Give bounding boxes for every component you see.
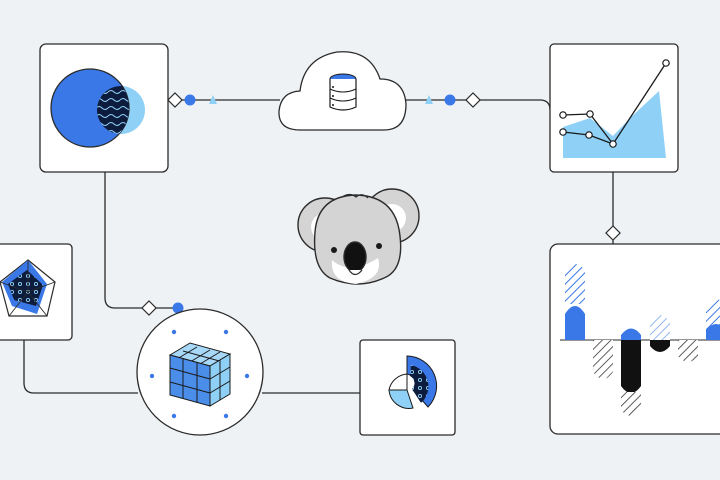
donut-card (359, 339, 456, 436)
cloud-database-card (278, 51, 407, 131)
orbit-dots (149, 329, 250, 419)
bar-chart-card (549, 243, 720, 435)
koala-mascot-icon (297, 188, 420, 285)
bar (593, 340, 613, 379)
connector-venn-to-cube (104, 172, 178, 309)
diverging-bar-chart-icon (565, 264, 720, 416)
connector-lines (23, 99, 614, 394)
connector-markers (141, 92, 621, 316)
radar-chart-icon (0, 259, 56, 317)
bar (621, 340, 641, 393)
venn-card (39, 43, 169, 173)
connector-radar-to-cube (23, 340, 138, 394)
koala-left-eye (331, 247, 337, 253)
data-cube-icon (168, 342, 232, 407)
koala-right-eye (376, 243, 382, 249)
droplet-marker (209, 95, 217, 104)
dot-marker (444, 94, 456, 106)
venn-diagram-icon (50, 68, 145, 148)
koala-nose (343, 241, 367, 273)
diamond-marker (167, 92, 183, 108)
cube-card (136, 308, 264, 436)
bar (621, 328, 641, 340)
line-area-chart-icon (559, 59, 670, 158)
bar (706, 324, 720, 340)
diamond-marker (141, 300, 157, 316)
bar (650, 340, 670, 352)
radar-card (0, 243, 73, 341)
line-chart-card (549, 43, 679, 173)
dot-marker (172, 302, 184, 314)
bar (678, 340, 698, 362)
bar (565, 264, 585, 304)
partial-donut-chart-icon (388, 355, 438, 409)
bar (650, 315, 670, 340)
diamond-marker (465, 92, 481, 108)
database-icon (329, 73, 357, 111)
koala-head (313, 194, 402, 285)
dot-marker (184, 94, 196, 106)
bar (621, 392, 641, 416)
bar (565, 306, 585, 340)
diamond-marker (605, 225, 621, 241)
koala-mouth (348, 269, 363, 276)
droplet-marker (425, 95, 433, 104)
